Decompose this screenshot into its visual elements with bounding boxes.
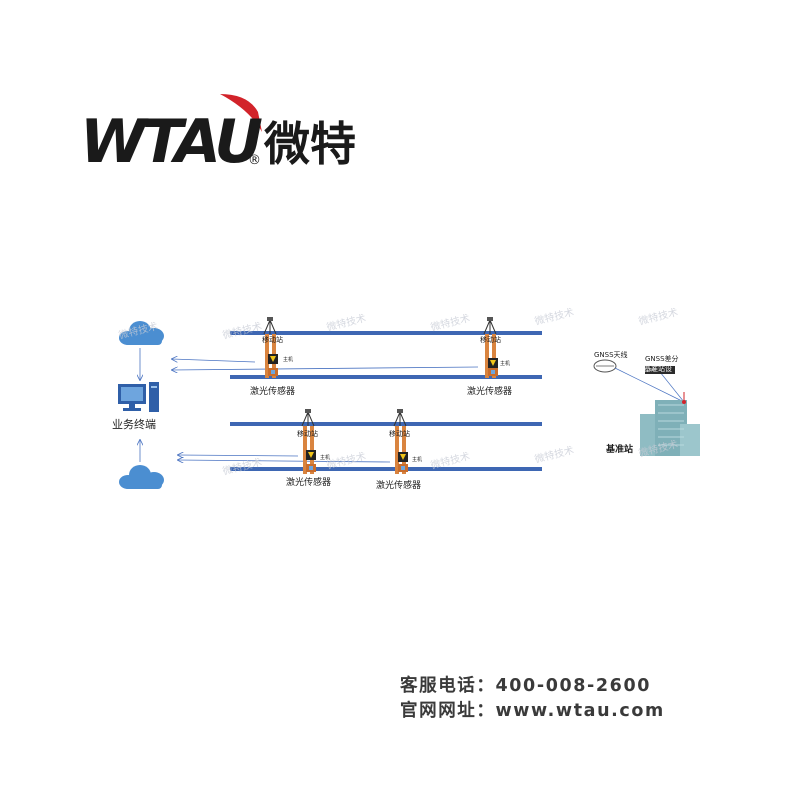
rail-top-1	[230, 331, 542, 335]
base-station-label: 基准站	[606, 445, 634, 455]
rail-bottom-1	[230, 422, 542, 426]
website-line: 官网网址：www.wtau.com	[400, 701, 665, 721]
mobile-station-label: 移动站	[262, 336, 283, 344]
sensor-assembly	[393, 409, 408, 474]
brand-logo: WTAU ® 微特	[80, 94, 356, 172]
rail-top-2	[230, 375, 542, 379]
rail-bottom-2	[230, 467, 542, 471]
sensor-assembly	[483, 317, 498, 378]
gnss-link-line	[614, 367, 685, 403]
mobile-station-label: 移动站	[389, 430, 410, 438]
link-arrow	[178, 455, 299, 456]
host-label: 主机	[412, 457, 423, 463]
mobile-station-label: 移动站	[480, 336, 501, 344]
gnss-device-label: 基准站设	[644, 365, 672, 373]
tripod-icon	[263, 319, 277, 335]
link-arrow	[178, 460, 391, 462]
gnss-receiver-icon	[645, 366, 675, 374]
terminal-label: 业务终端	[112, 418, 156, 431]
laser-sensor-label: 激光传感器	[376, 481, 422, 491]
computer-icon	[118, 382, 159, 412]
gnss-diff-label: GNSS差分	[645, 355, 679, 363]
laser-sensor-label: 激光传感器	[286, 478, 332, 488]
sensor-assembly	[301, 409, 316, 474]
mobile-station-label: 移动站	[297, 430, 318, 438]
contact-info: 客服电话：400-008-2600 官网网址：www.wtau.com	[400, 674, 665, 724]
phone-line: 客服电话：400-008-2600	[400, 676, 651, 696]
gnss-antenna-label: GNSS天线	[594, 351, 628, 359]
sensor-assembly	[263, 317, 278, 378]
building-icon	[640, 392, 700, 456]
host-label: 主机	[500, 361, 511, 367]
logo-latin: WTAU	[80, 107, 262, 172]
link-arrow	[172, 366, 479, 370]
cloud-icon	[119, 465, 164, 489]
logo-cjk: 微特	[263, 117, 356, 171]
cloud-icon	[119, 321, 164, 345]
laser-sensor-label: 激光传感器	[250, 387, 296, 397]
logo-registered-mark: ®	[248, 153, 261, 168]
host-label: 主机	[283, 357, 294, 363]
link-arrow	[172, 359, 256, 362]
gnss-antenna-icon	[593, 359, 617, 373]
host-label: 主机	[320, 455, 331, 461]
logo-swoosh-icon	[220, 94, 262, 132]
gnss-link-line	[659, 371, 685, 403]
laser-sensor-label: 激光传感器	[467, 387, 513, 397]
